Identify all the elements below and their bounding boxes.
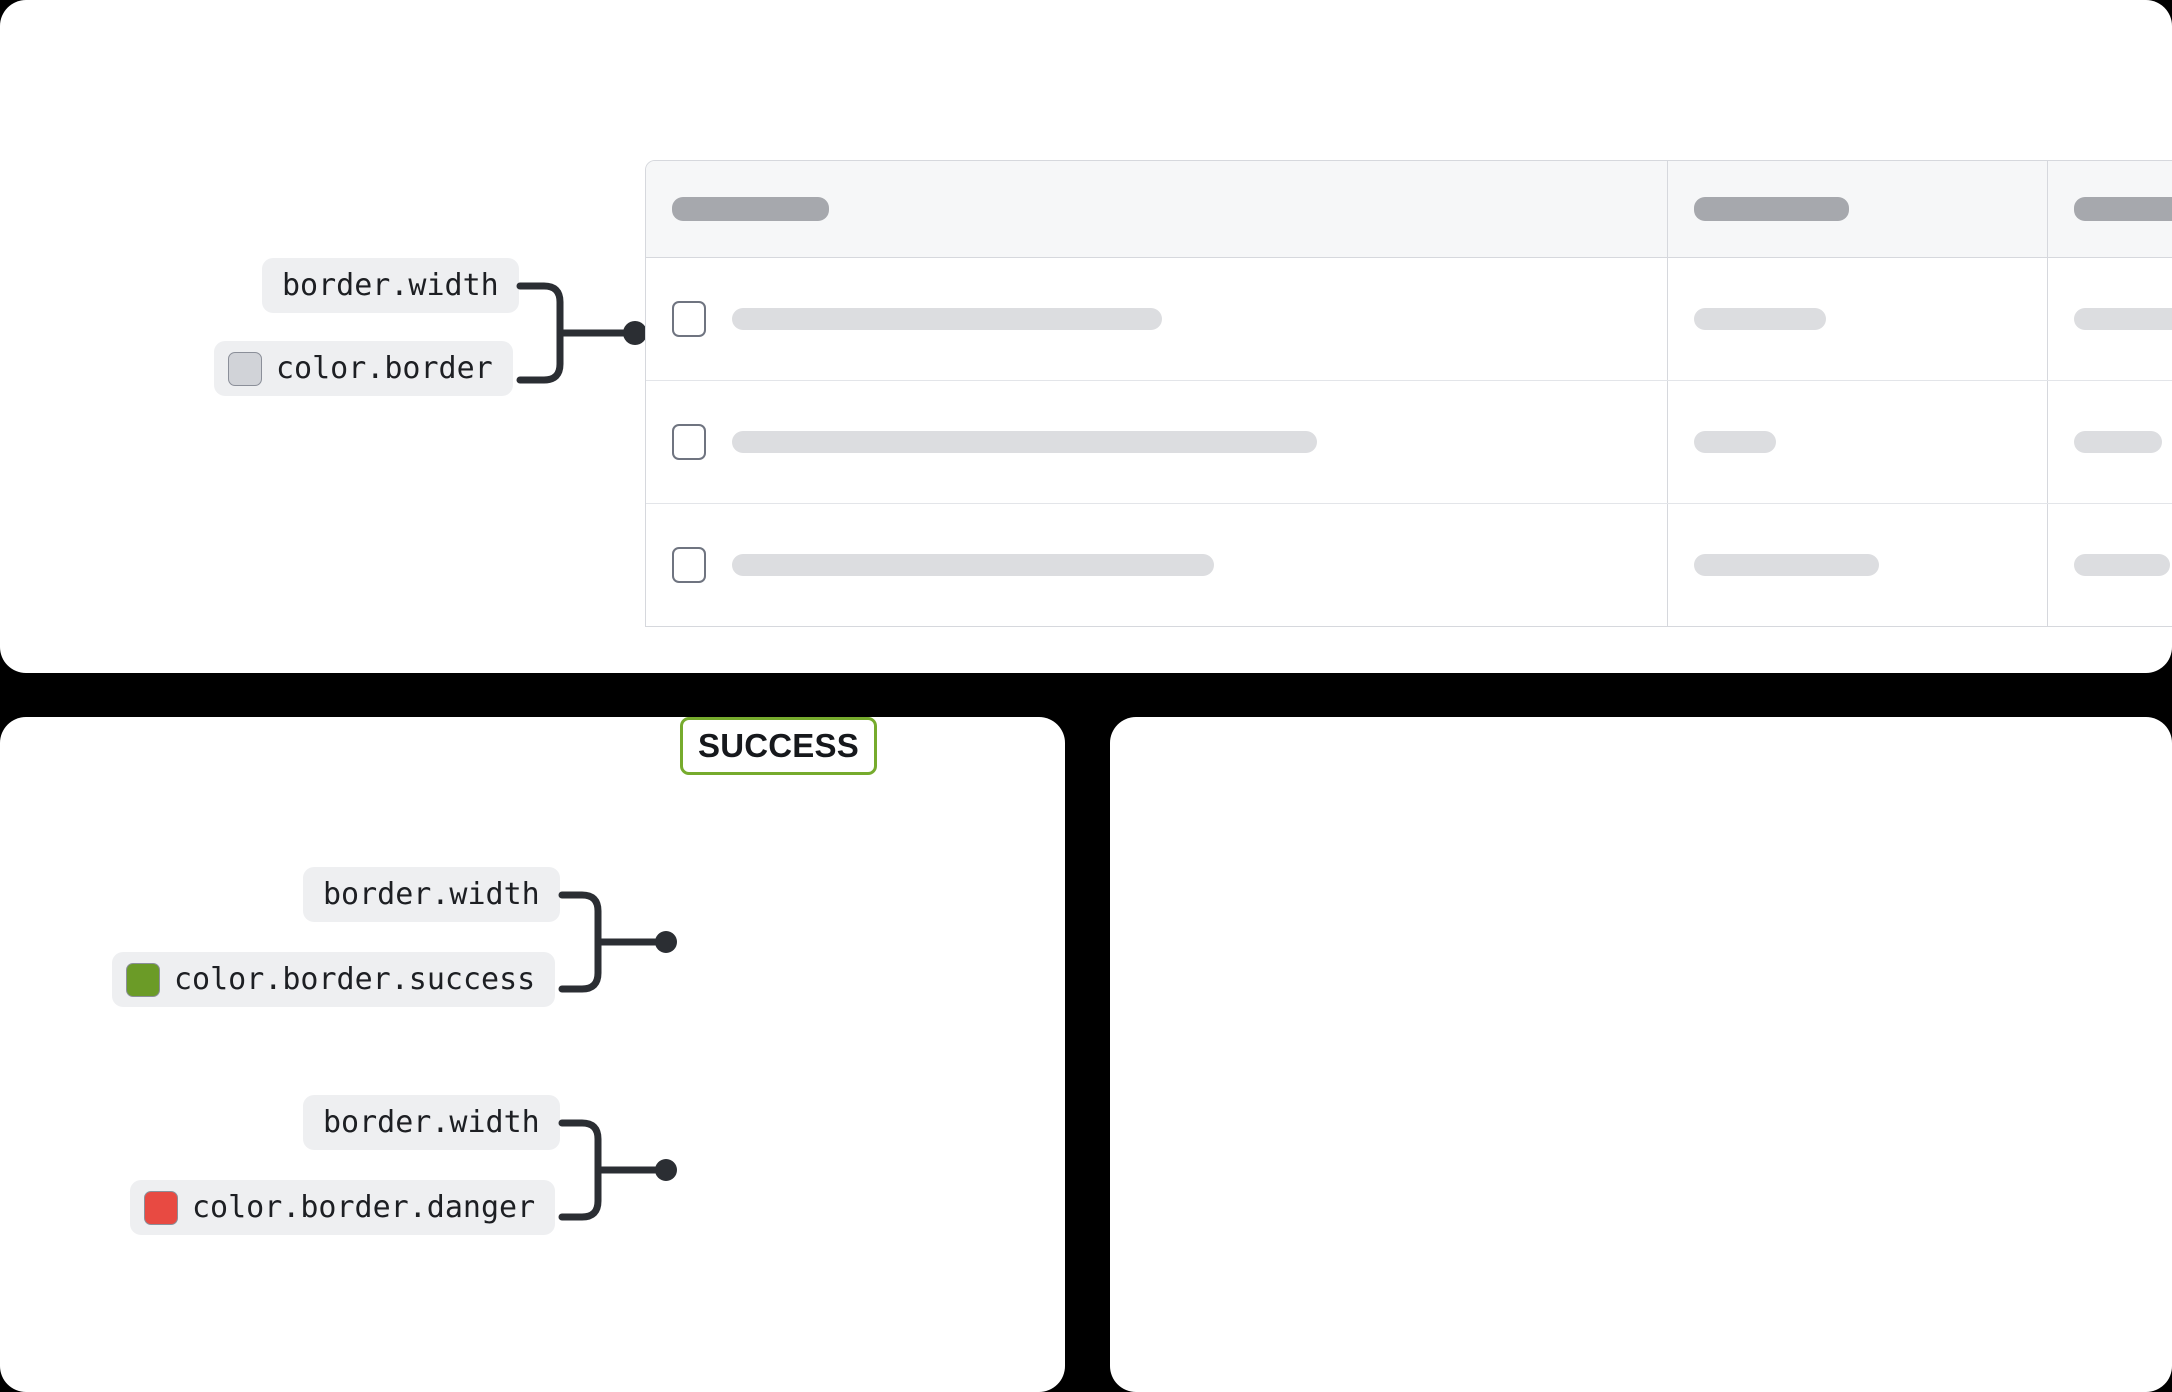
header-skeleton <box>1694 197 1849 221</box>
table-cell-third <box>2048 258 2172 380</box>
table-cell-third <box>2048 381 2172 503</box>
annotation-pill-border-width: border.width <box>262 258 519 314</box>
table-cell-second <box>1668 258 2048 380</box>
annotation-pill-color-border: color.border <box>214 341 513 397</box>
annotation-pill-border-width-success: border.width <box>303 867 560 923</box>
cell-skeleton <box>732 431 1317 453</box>
table-header-cell-third <box>2048 161 2172 257</box>
table-annotation-panel: border.width color.border <box>0 0 2172 673</box>
table-row[interactable] <box>646 258 2172 381</box>
table-header-row <box>646 161 2172 258</box>
annotation-label: color.border <box>276 351 493 386</box>
cell-skeleton <box>732 308 1162 330</box>
table-cell-main <box>646 504 1668 626</box>
connector-bracket-danger <box>558 1119 677 1221</box>
connector-bracket <box>516 282 647 384</box>
data-table <box>645 160 2172 627</box>
cell-skeleton <box>732 554 1214 576</box>
table-header-cell-main <box>646 161 1668 257</box>
cell-skeleton <box>1694 431 1776 453</box>
row-checkbox[interactable] <box>672 301 706 337</box>
annotation-pill-color-border-success: color.border.success <box>112 952 556 1008</box>
connector-bracket-success <box>558 891 677 993</box>
cell-skeleton <box>1694 554 1879 576</box>
input-annotation-panel: border.width color.border 12/18/2022 <box>1110 717 2172 1392</box>
row-checkbox[interactable] <box>672 547 706 583</box>
status-badge-label: SUCCESS <box>698 727 859 764</box>
status-badge-success: SUCCESS <box>680 717 877 775</box>
badge-annotation-panel: border.width color.border.success SUCCES… <box>0 717 1065 1392</box>
color-swatch-border <box>228 351 262 386</box>
cell-skeleton <box>2074 554 2170 576</box>
table-cell-third <box>2048 504 2172 626</box>
table-cell-second <box>1668 381 2048 503</box>
table-header-cell-second <box>1668 161 2048 257</box>
table-cell-main <box>646 258 1668 380</box>
annotation-label: border.width <box>323 1105 540 1140</box>
table-cell-second <box>1668 504 2048 626</box>
header-skeleton <box>2074 197 2172 221</box>
cell-skeleton <box>2074 308 2172 330</box>
color-swatch-danger <box>144 1190 178 1225</box>
cell-skeleton <box>2074 431 2162 453</box>
annotation-label: color.border.success <box>174 962 536 997</box>
annotation-label: border.width <box>323 877 540 912</box>
annotation-pill-color-border-danger: color.border.danger <box>130 1180 556 1236</box>
table-row[interactable] <box>646 504 2172 626</box>
table-row[interactable] <box>646 381 2172 504</box>
annotation-label: color.border.danger <box>192 1190 536 1225</box>
annotation-pill-border-width-danger: border.width <box>303 1095 560 1151</box>
annotation-label: border.width <box>282 268 499 303</box>
header-skeleton <box>672 197 829 221</box>
row-checkbox[interactable] <box>672 424 706 460</box>
cell-skeleton <box>1694 308 1826 330</box>
table-cell-main <box>646 381 1668 503</box>
color-swatch-success <box>126 962 160 997</box>
